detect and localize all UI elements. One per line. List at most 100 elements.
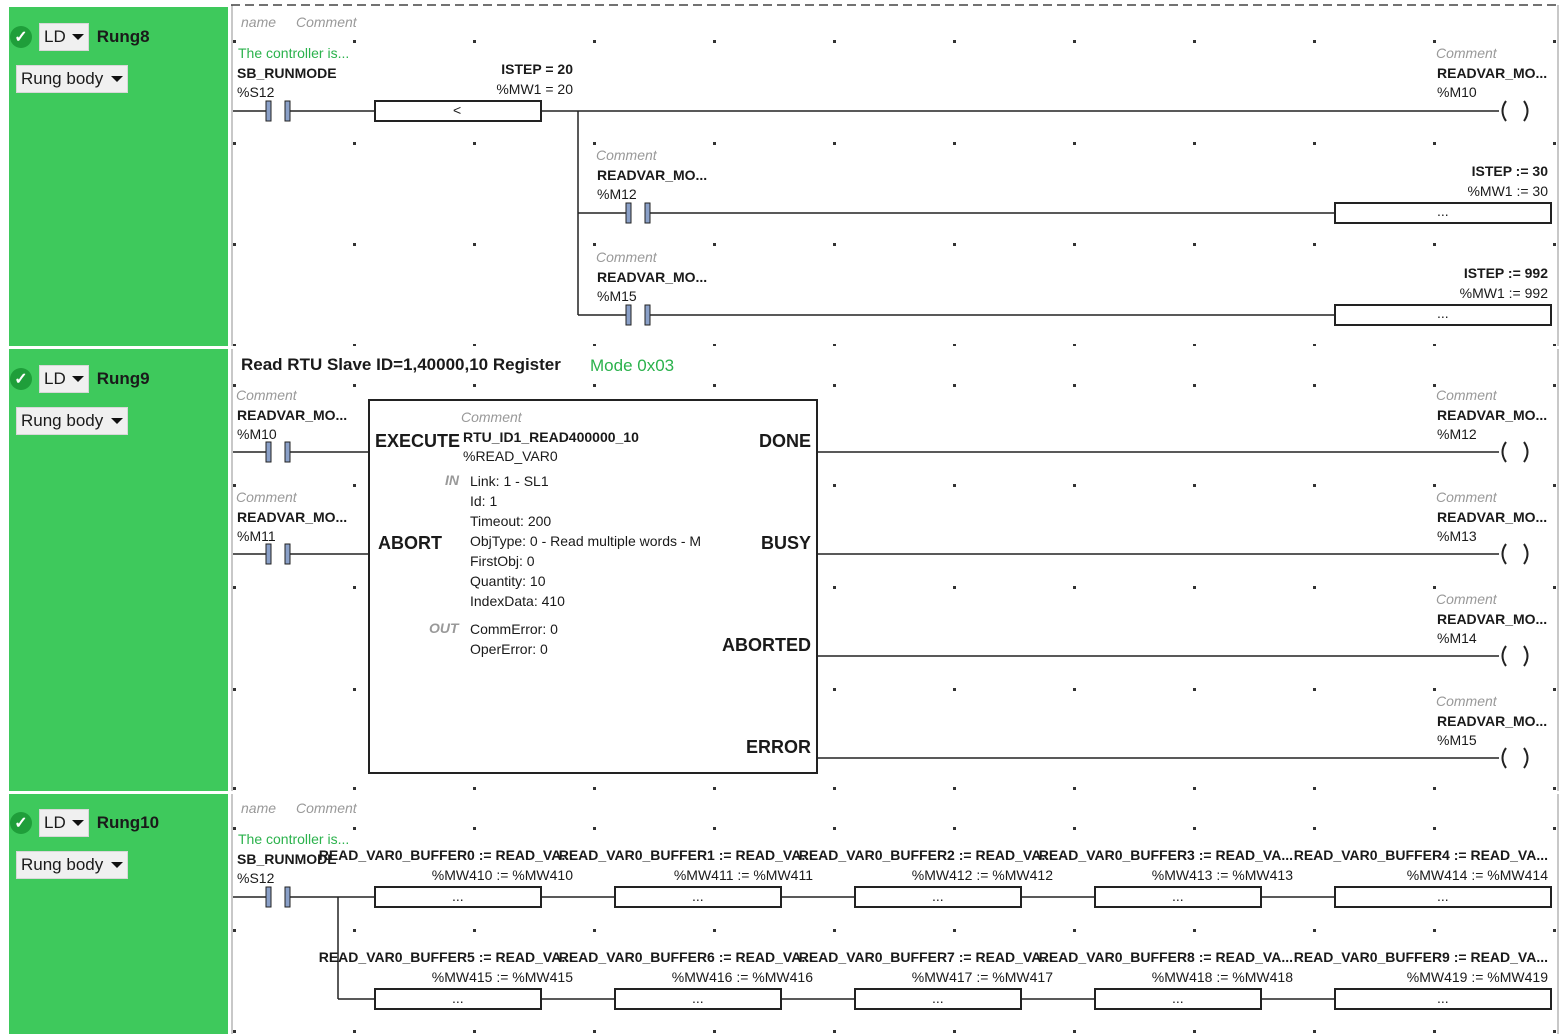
pin-done: DONE <box>758 431 811 451</box>
contact-name: READVAR_MO... <box>237 509 348 525</box>
rung-comment-placeholder[interactable]: Comment <box>296 14 357 30</box>
operation-block[interactable]: ... <box>1437 888 1449 904</box>
coil-name: READVAR_MO... <box>1437 713 1548 729</box>
grid-dot <box>233 827 236 830</box>
operation-address: %MW418 := %MW418 <box>1151 969 1293 985</box>
operation-expression: ISTEP := 30 <box>1471 163 1548 179</box>
grid-dot <box>593 243 596 246</box>
grid-dot <box>1313 787 1316 790</box>
grid-dot <box>713 243 716 246</box>
grid-dot <box>1433 142 1436 145</box>
operation-address: %MW417 := %MW417 <box>911 969 1053 985</box>
operation-block[interactable]: ... <box>1437 305 1449 321</box>
grid-dot <box>1193 929 1196 932</box>
operation-address: %MW1 := 30 <box>1467 183 1548 199</box>
grid-dot <box>593 344 596 346</box>
operation-block[interactable]: ... <box>932 888 944 904</box>
grid-dot <box>473 1030 476 1033</box>
operation-address: %MW413 := %MW413 <box>1151 867 1293 883</box>
grid-dot <box>1193 40 1196 43</box>
grid-dot <box>233 142 236 145</box>
grid-dot <box>833 929 836 932</box>
grid-dot <box>1193 243 1196 246</box>
grid-dot <box>233 1030 236 1033</box>
operation-block[interactable]: ... <box>452 888 464 904</box>
grid-dot <box>833 827 836 830</box>
language-dropdown[interactable]: LD <box>39 809 89 837</box>
grid-dot <box>1313 344 1316 346</box>
operation-address: %MW416 := %MW416 <box>671 969 813 985</box>
grid-dot <box>1553 40 1556 43</box>
operation-block[interactable]: ... <box>692 990 704 1006</box>
rung-body-dropdown[interactable]: Rung body <box>16 851 129 879</box>
operation-block-frame[interactable] <box>1334 988 1552 1010</box>
contact-name: READVAR_MO... <box>597 167 708 183</box>
grid-dot <box>593 1030 596 1033</box>
in-params-label: IN <box>445 472 459 488</box>
grid-dot <box>1433 787 1436 790</box>
rung-10-diagram <box>233 827 1556 1033</box>
operation-block[interactable]: ... <box>1437 990 1449 1006</box>
grid-dot <box>833 142 836 145</box>
grid-dot <box>473 827 476 830</box>
language-dropdown[interactable]: LD <box>39 23 89 51</box>
pin-error: ERROR <box>745 737 811 757</box>
rung-subcomment: The controller is... <box>238 45 350 61</box>
rung-name: Rung10 <box>96 813 160 832</box>
operation-block-frame[interactable] <box>1334 886 1552 908</box>
operation-block[interactable]: ... <box>692 888 704 904</box>
contact-comment: Comment <box>596 147 657 163</box>
grid-dot <box>1193 142 1196 145</box>
operation-expression: READ_VAR0_BUFFER7 := READ_VA... <box>798 949 1053 965</box>
grid-dot <box>1433 484 1436 487</box>
grid-dot <box>1553 484 1556 487</box>
chevron-down-icon <box>71 820 84 826</box>
rung-sidebar <box>9 7 228 346</box>
rung-9: ✓ LD Rung9 Rung body Read RTU Slave ID=1… <box>0 349 1565 791</box>
operation-block[interactable]: ... <box>1172 888 1184 904</box>
grid-dot <box>1433 586 1436 589</box>
chevron-down-icon <box>71 34 84 40</box>
rung-body-dropdown[interactable]: Rung body <box>16 407 129 435</box>
grid-dot <box>1073 142 1076 145</box>
operation-expression: READ_VAR0_BUFFER2 := READ_VA... <box>798 847 1053 863</box>
grid-dot <box>593 384 596 387</box>
grid-dot <box>1433 688 1436 691</box>
compare-expression: ISTEP = 20 <box>501 61 573 77</box>
grid-dot <box>233 243 236 246</box>
grid-dot <box>833 787 836 790</box>
rung-body-dropdown[interactable]: Rung body <box>16 65 129 93</box>
grid-dot <box>1073 40 1076 43</box>
operation-block[interactable]: ... <box>1172 990 1184 1006</box>
language-dropdown[interactable]: LD <box>39 365 89 393</box>
grid-dot <box>1073 484 1076 487</box>
grid-dot <box>1073 827 1076 830</box>
grid-dot <box>953 243 956 246</box>
rung-comment[interactable]: Mode 0x03 <box>590 356 675 375</box>
grid-dot <box>233 586 236 589</box>
rung-name-placeholder[interactable]: name <box>241 14 277 30</box>
grid-dot <box>233 688 236 691</box>
param-commerror: CommError: 0 <box>470 621 558 637</box>
grid-dot <box>1313 384 1316 387</box>
grid-dot <box>1313 929 1316 932</box>
rung-right-rail <box>1557 349 1559 791</box>
rung-name-placeholder[interactable]: name <box>241 800 277 816</box>
operation-block[interactable]: ... <box>932 990 944 1006</box>
grid-dot <box>833 243 836 246</box>
rung-title[interactable]: Read RTU Slave ID=1,40000,10 Register <box>241 355 561 374</box>
check-icon: ✓ <box>10 368 32 390</box>
chevron-down-icon <box>111 418 124 424</box>
grid-dot <box>833 344 836 346</box>
contact-comment: Comment <box>236 387 297 403</box>
operation-block[interactable]: ... <box>1437 203 1449 219</box>
grid-dot <box>1073 344 1076 346</box>
in-params: Link: 1 - SL1 Id: 1 Timeout: 200 ObjType… <box>470 471 714 611</box>
out-params-label: OUT <box>429 620 459 636</box>
compare-operator[interactable]: < <box>453 102 462 118</box>
rung-comment-placeholder[interactable]: Comment <box>296 800 357 816</box>
grid-dot <box>713 384 716 387</box>
operation-block[interactable]: ... <box>452 990 464 1006</box>
grid-dot <box>233 40 236 43</box>
grid-dot <box>473 384 476 387</box>
